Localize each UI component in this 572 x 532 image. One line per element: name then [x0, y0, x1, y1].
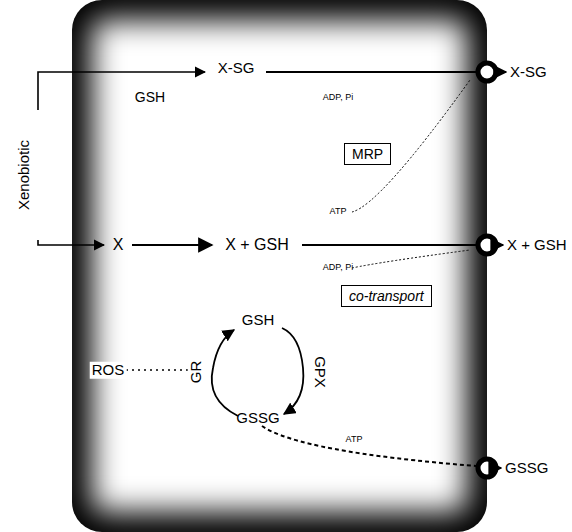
species-label: X-SG	[510, 64, 547, 81]
transport-box: MRP	[344, 143, 391, 165]
species-label: GSH	[242, 312, 275, 329]
species-label: X + GSH	[507, 237, 567, 254]
cofactor-label: ATP	[346, 435, 363, 445]
cell-outline	[72, 0, 487, 532]
cofactor-label: ADP, Pi	[323, 263, 353, 273]
transport-box: co-transport	[341, 285, 432, 307]
input-label: Xenobiotic	[16, 140, 33, 210]
cofactor-label: ATP	[330, 207, 347, 217]
species-label: GSSG	[236, 410, 279, 427]
species-label: GSH	[135, 90, 165, 105]
cofactor-label: ADP, Pi	[323, 93, 353, 103]
species-label: X-SG	[218, 60, 255, 77]
enzyme-label: GR	[188, 359, 205, 386]
species-label: X	[113, 236, 124, 254]
species-label: ROS	[90, 362, 127, 379]
species-label: GSSG	[505, 460, 548, 477]
box-text: co-transport	[349, 288, 424, 304]
enzyme-label: GPX	[312, 354, 329, 390]
box-text: MRP	[352, 146, 383, 162]
species-label: X + GSH	[225, 236, 289, 254]
